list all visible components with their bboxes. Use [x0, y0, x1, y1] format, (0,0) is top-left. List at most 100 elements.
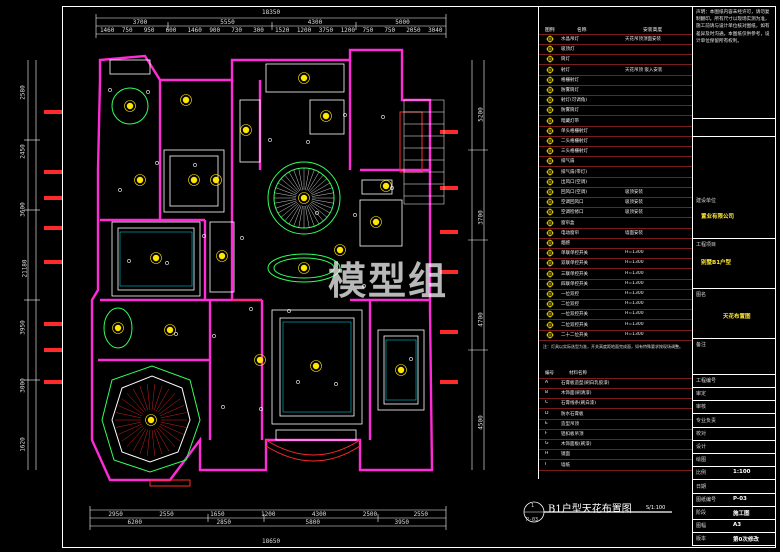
- title-block-row-label: 审定: [696, 391, 707, 398]
- legend-symbol-icon: [545, 269, 555, 278]
- title-block-row-value: 1:100: [733, 469, 751, 476]
- title-block-row: 专业负责: [693, 414, 775, 428]
- legend-item-name: 窗帘盒: [561, 220, 575, 226]
- notes-cell: [693, 6, 775, 119]
- material-code: I: [545, 461, 547, 467]
- downlight-icon: [155, 161, 159, 165]
- title-block-row-value: P-03: [733, 495, 747, 502]
- remark-label: 备注: [696, 342, 707, 348]
- construction-unit-cell: 建设单位 置业有限公司: [693, 194, 775, 239]
- light-fixture-icon: [380, 180, 392, 192]
- light-fixture-icon: [334, 244, 346, 256]
- downlight-icon: [127, 259, 131, 263]
- legend-symbol-icon: [545, 300, 555, 309]
- top-dimension-label: 3040: [428, 27, 443, 34]
- legend-symbol-icon: [545, 259, 555, 268]
- title-block-row-label: 专业负责: [696, 417, 717, 424]
- material-code: G: [545, 441, 549, 447]
- legend-item-name: 回风口(空调): [561, 190, 588, 195]
- bottom-dimension-label: 4300: [311, 511, 327, 518]
- bottom-dimension-lines: [89, 506, 447, 530]
- light-fixtures: [108, 72, 413, 426]
- light-fixture-icon: [370, 216, 382, 228]
- legend-symbol-icon: [545, 218, 555, 227]
- watermark: 模型组: [328, 259, 449, 303]
- downlight-icon: [409, 357, 413, 361]
- top-dimension-label: 750: [362, 27, 374, 34]
- legend-footnote: 注：灯具以实际选型为准，开关高度距地面完成面，如有特殊要求按现场调整。: [543, 344, 683, 349]
- downlight-icon: [287, 309, 291, 313]
- top-dimension-label: 2050: [406, 27, 421, 34]
- legend-item-name: 水晶吊灯: [561, 37, 579, 42]
- light-fixture-icon: [164, 324, 176, 336]
- left-dimension-label: 3000: [19, 378, 27, 393]
- bottom-dimension-label: 2850: [216, 519, 231, 526]
- legend-row: 单头格栅射灯: [539, 126, 693, 137]
- legend-symbol-icon: [545, 86, 555, 94]
- right-dimension-label: 4500: [477, 415, 485, 430]
- legend-item-name: 格栅射灯: [561, 77, 579, 83]
- material-name: 石膏板造型(刷白乳胶漆): [561, 381, 610, 386]
- legend-symbol-icon: [545, 116, 555, 125]
- legend-row: 排气扇(带灯): [539, 167, 693, 178]
- legend-symbol-icon: [545, 330, 555, 339]
- legend-item-note: H=1300: [625, 260, 644, 266]
- drawing-scale: S/1:100: [646, 505, 666, 511]
- light-fixture-icon: [124, 100, 136, 112]
- top-dimension-label: 1460: [99, 27, 115, 34]
- light-fixture-icon: [298, 262, 310, 274]
- top-dimension-label: 750: [384, 27, 396, 34]
- title-block-row-label: 设计: [696, 444, 707, 450]
- material-code: B: [545, 390, 549, 396]
- downlight-icon: [296, 380, 300, 384]
- right-dimension-label: 5200: [477, 107, 485, 122]
- walls: [90, 48, 434, 482]
- legend-row: 二头格栅射灯: [539, 136, 693, 147]
- bottom-total-dimension: 18650: [262, 538, 281, 545]
- light-fixture-icon: [188, 174, 200, 186]
- top-dimension-label: 5550: [220, 19, 235, 26]
- top-dimension-label: 750: [121, 27, 133, 34]
- bottom-dimension-label: 1650: [210, 511, 225, 518]
- drawing-name-cell: 图名 天花布置图: [693, 288, 775, 339]
- legend-item-name: 出风口(空调): [561, 179, 588, 185]
- construction-unit-value: 置业有限公司: [701, 214, 735, 220]
- left-dimension-label: 3600: [19, 202, 27, 218]
- right-dimension-label: 4700: [477, 312, 485, 327]
- legend-symbol-icon: [545, 55, 555, 64]
- material-name: 木饰面板(刷漆): [561, 442, 592, 448]
- legend-item-name: 电动窗帘: [561, 230, 579, 236]
- left-dimension-label: 3950: [19, 319, 27, 335]
- material-name: 造型吊顶: [561, 421, 579, 427]
- downlight-icon: [202, 234, 206, 238]
- top-total-dimension: 18350: [262, 9, 281, 16]
- legend-item-note: H=1300: [625, 331, 644, 337]
- downlight-icon: [259, 407, 263, 411]
- downlight-icon: [353, 213, 357, 217]
- left-dimension-label: 21180: [21, 259, 29, 278]
- sheet-frame: [62, 6, 776, 548]
- octagon-hatch: [115, 384, 187, 456]
- drawing-title: B1户型天花布置图: [548, 504, 632, 515]
- material-header-name: 材料名称: [569, 371, 587, 376]
- legend-item-note: 吸顶安装: [625, 200, 643, 206]
- legend-item-name: 四联单控开关: [561, 281, 588, 287]
- legend-symbol-icon: [545, 208, 555, 217]
- legend-item-note: 墙面安装: [625, 230, 643, 236]
- title-block-row: 工程编号: [693, 374, 775, 388]
- material-code: H: [545, 451, 549, 457]
- left-dimension-label: 1620: [19, 436, 27, 452]
- legend-item-name: 射灯(可调角): [561, 98, 588, 104]
- top-dimension-label: 3750: [318, 27, 334, 34]
- material-header-code: 编号: [545, 371, 554, 376]
- legend-item-name: 暗藏灯带: [561, 118, 579, 124]
